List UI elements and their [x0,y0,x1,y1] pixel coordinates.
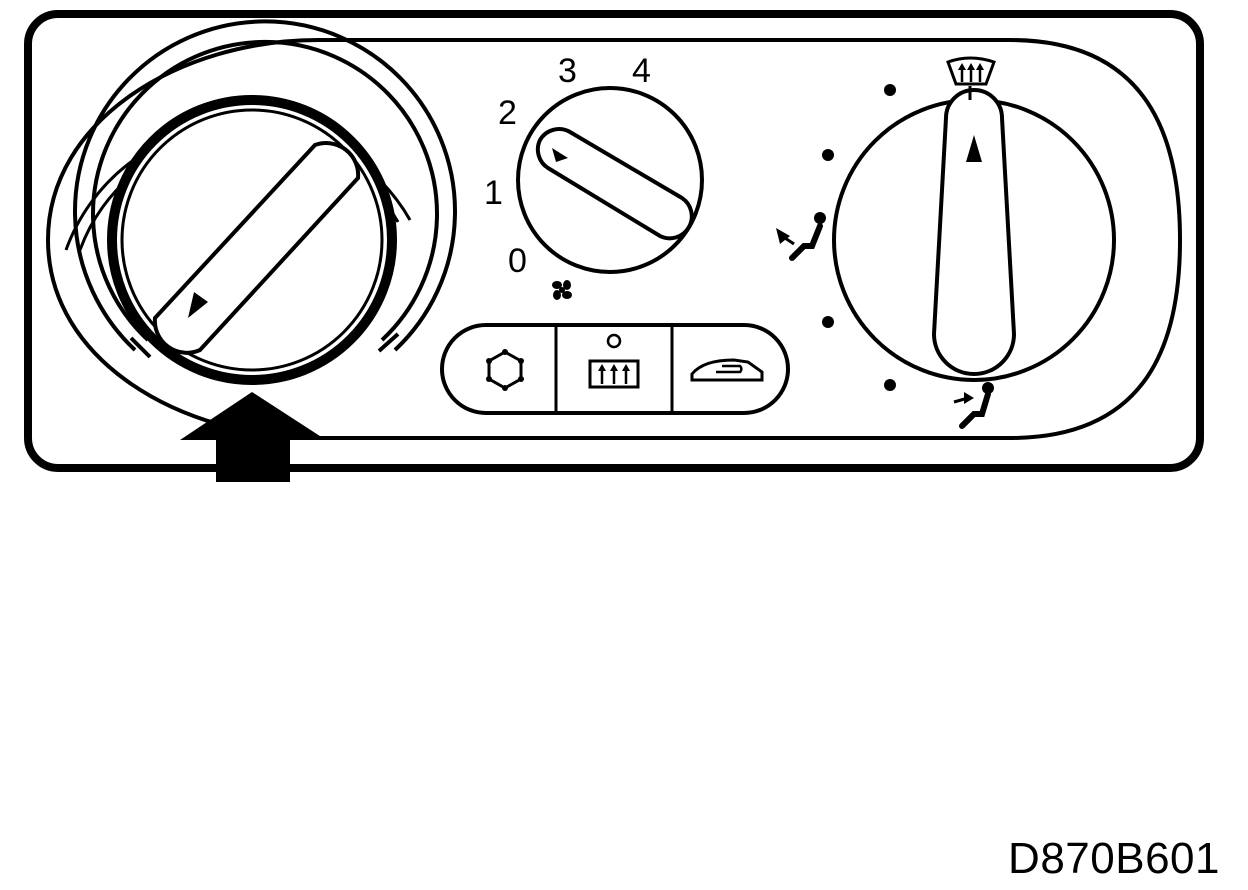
fan-speed-label-3: 3 [558,52,577,90]
rear-defrost-indicator-lamp [606,333,622,349]
fan-speed-knob[interactable] [516,86,704,274]
fan-icon [552,280,572,300]
mode-pointer-icon [966,135,982,162]
windshield-defrost-icon [946,56,996,100]
temperature-scale-arc-inner [91,39,439,342]
rear-defrost-button[interactable] [558,327,670,411]
fan-speed-pointer-icon [552,148,568,162]
mode-dot-5 [884,379,896,391]
mode-dot-6 [982,382,994,394]
mode-knob[interactable] [832,88,1116,382]
fan-speed-label-0: 0 [508,242,527,280]
vent-floor-icon [776,223,823,261]
mode-dot-4 [822,316,834,328]
recirculation-icon [690,358,764,382]
rear-defrost-icon [588,359,640,389]
mode-dot-2 [822,149,834,161]
temperature-scale-end-right [377,332,400,353]
vent-face-icon [953,391,991,429]
temperature-scale-end-left [129,336,152,359]
fan-speed-label-4: 4 [632,52,651,90]
highlight-arrow-icon [180,392,326,482]
mode-dot-3 [814,212,826,224]
fan-speed-label-1: 1 [484,174,503,212]
ac-button[interactable] [444,327,554,411]
mode-dot-1 [884,84,896,96]
temperature-scale-arc-outer [73,19,457,352]
temperature-pointer-icon [188,292,208,318]
fan-speed-label-2: 2 [498,94,517,132]
figure-code: D870B601 [1008,834,1220,883]
temperature-knob[interactable] [107,95,397,385]
recirculation-button[interactable] [674,327,786,411]
temperature-knob-grip[interactable] [152,141,361,355]
